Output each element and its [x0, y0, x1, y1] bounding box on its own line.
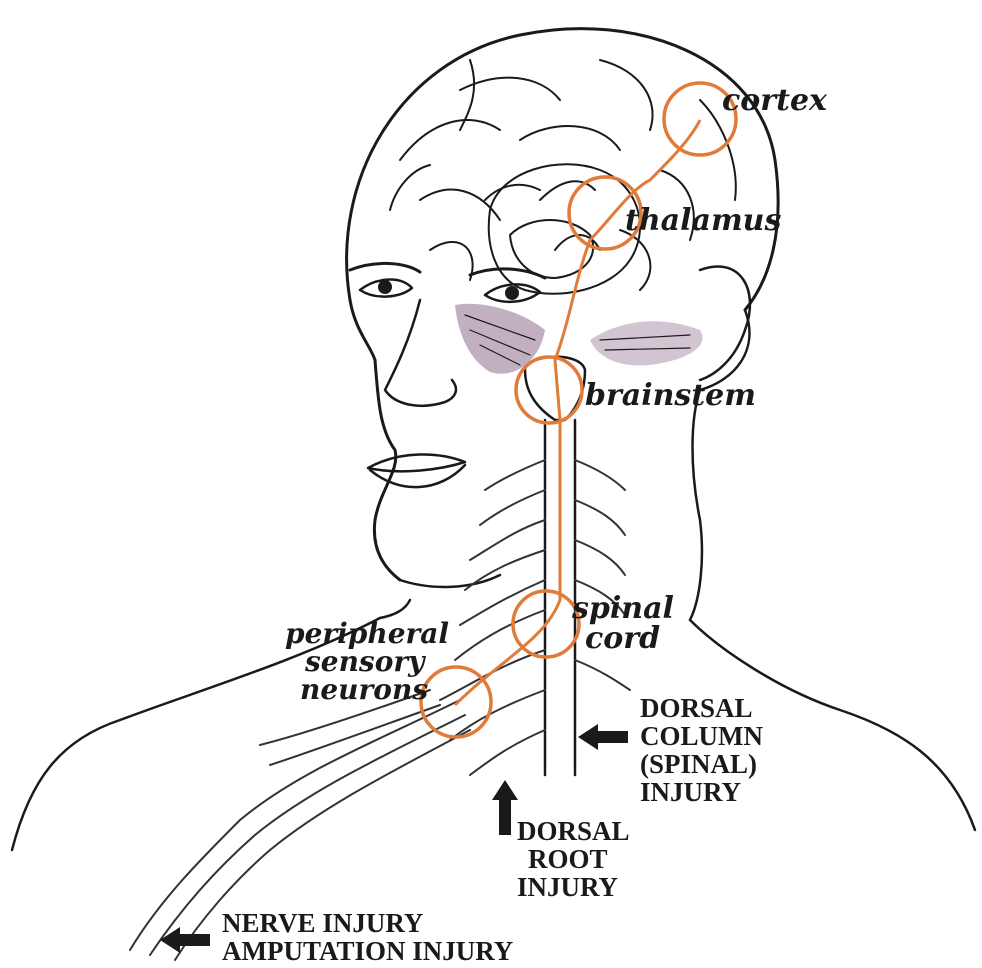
label-brainstem: brainstem: [585, 378, 756, 413]
nerve-injury-line-2: AMPUTATION INJURY: [222, 936, 513, 966]
dorsal-column-line-3: (SPINAL): [640, 749, 757, 779]
dorsal-column-line-2: COLUMN: [640, 721, 763, 751]
dorsal-root-line-2: ROOT: [528, 844, 608, 874]
dorsal-root-line-1: DORSAL: [517, 816, 630, 846]
label-neurons: neurons: [300, 673, 428, 706]
dorsal-root-line-3: INJURY: [517, 872, 618, 902]
ring-brainstem: [516, 357, 582, 423]
label-cortex: cortex: [722, 83, 828, 118]
nerve-injury-line-1: NERVE INJURY: [222, 908, 423, 938]
arrow-up-icon: [492, 780, 518, 835]
head-illustration: [12, 29, 975, 850]
dorsal-column-line-4: INJURY: [640, 777, 741, 807]
dorsal-column-injury: DORSAL COLUMN (SPINAL) INJURY: [578, 693, 763, 807]
nerve-injury: NERVE INJURY AMPUTATION INJURY: [160, 908, 513, 966]
dorsal-column-line-1: DORSAL: [640, 693, 753, 723]
label-thalamus: thalamus: [625, 203, 781, 238]
label-cord: cord: [585, 621, 660, 656]
dorsal-root-injury: DORSAL ROOT INJURY: [492, 780, 630, 902]
arrow-left-icon: [578, 724, 628, 750]
